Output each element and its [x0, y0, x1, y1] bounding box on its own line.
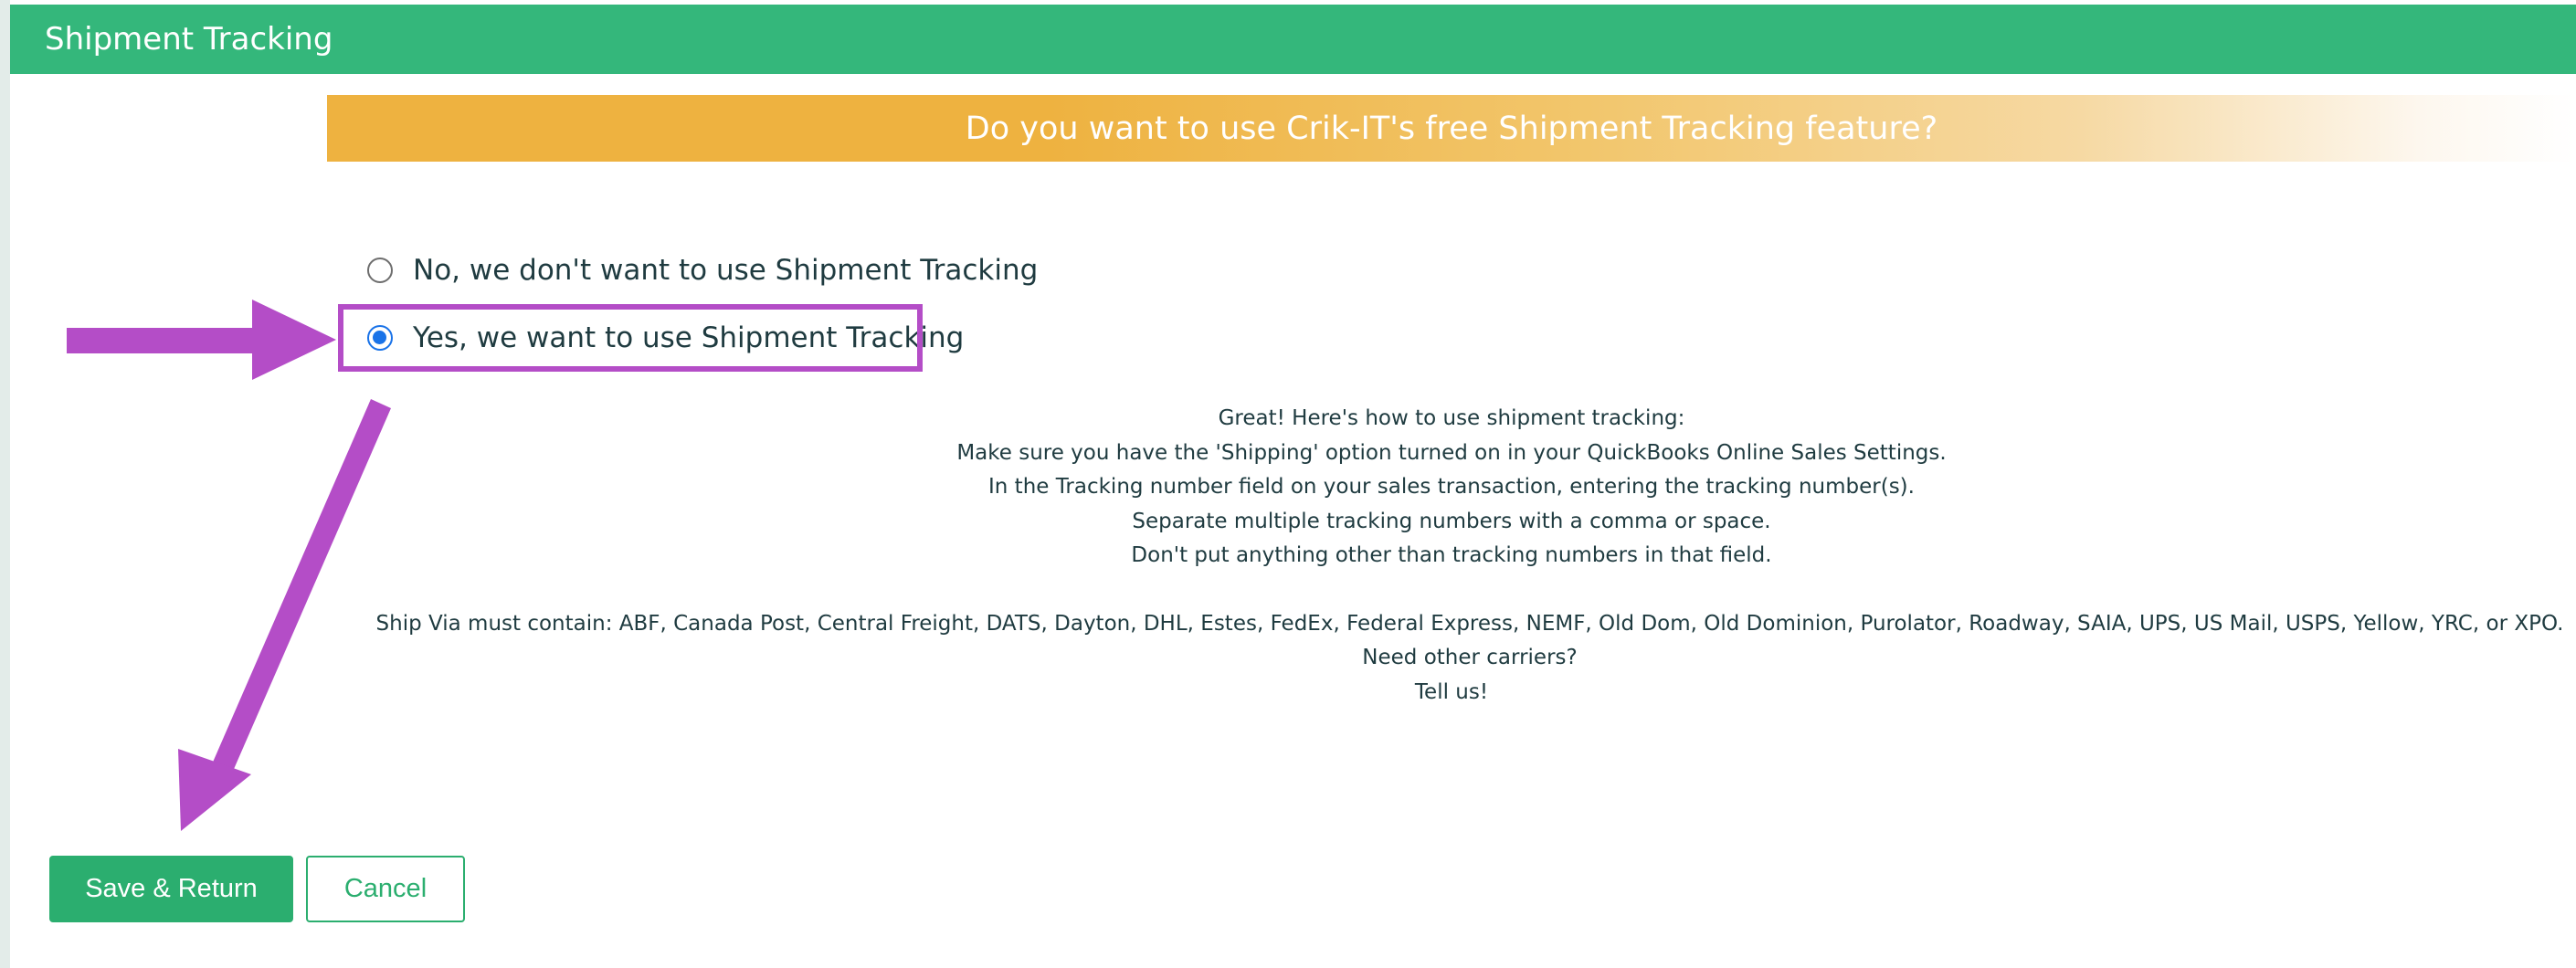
- option-no-label: No, we don't want to use Shipment Tracki…: [413, 254, 1039, 287]
- radio-no-tracking[interactable]: [367, 258, 393, 283]
- annotation-highlight-box: [338, 304, 923, 372]
- carriers-text: Ship Via must contain: ABF, Canada Post,…: [375, 611, 2564, 670]
- banner-question-text: Do you want to use Crik-IT's free Shipme…: [965, 110, 1938, 147]
- option-no-tracking[interactable]: No, we don't want to use Shipment Tracki…: [367, 251, 1038, 289]
- instruction-line: Great! Here's how to use shipment tracki…: [1218, 406, 1685, 430]
- save-return-button[interactable]: Save & Return: [49, 856, 293, 922]
- tell-us-text: Tell us!: [1414, 679, 1489, 704]
- instruction-line: In the Tracking number field on your sal…: [988, 475, 1915, 499]
- radio-yes-tracking[interactable]: [367, 325, 393, 351]
- left-edge-border: [0, 0, 10, 968]
- option-yes-tracking[interactable]: Yes, we want to use Shipment Tracking: [367, 319, 964, 357]
- instruction-line: Don't put anything other than tracking n…: [1131, 543, 1772, 567]
- instructions-block: Great! Here's how to use shipment tracki…: [327, 402, 2576, 710]
- instruction-line: Make sure you have the 'Shipping' option…: [956, 440, 1947, 465]
- right-arrow-icon: [67, 300, 336, 380]
- instruction-line: Separate multiple tracking numbers with …: [1132, 509, 1771, 533]
- question-banner: Do you want to use Crik-IT's free Shipme…: [327, 95, 2576, 162]
- cancel-button[interactable]: Cancel: [306, 856, 465, 922]
- page-header: Shipment Tracking: [10, 5, 2576, 74]
- page-title: Shipment Tracking: [45, 21, 333, 58]
- option-yes-label: Yes, we want to use Shipment Tracking: [413, 321, 965, 354]
